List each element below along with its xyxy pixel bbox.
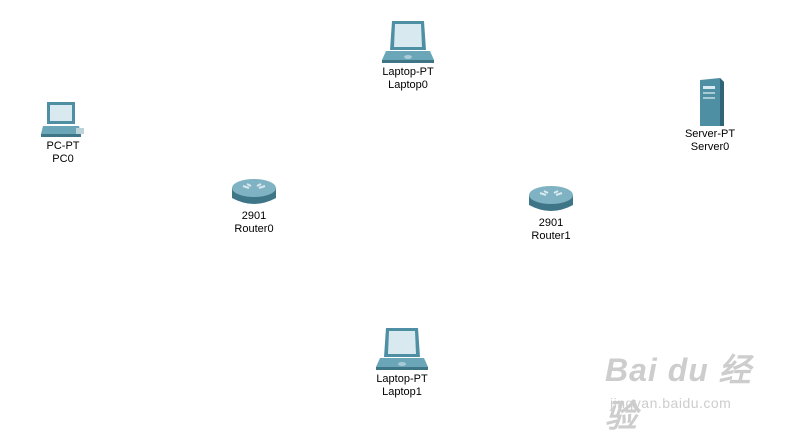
device-name-label: PC0 [52, 153, 74, 165]
watermark-url: jingyan.baidu.com [610, 395, 732, 411]
device-router1[interactable]: 2901 Router1 [511, 183, 591, 243]
device-name-label: Laptop1 [382, 386, 422, 398]
device-laptop0[interactable]: Laptop-PT Laptop0 [368, 18, 448, 92]
device-router0[interactable]: 2901 Router0 [214, 176, 294, 236]
device-model-label: 2901 [241, 210, 267, 222]
watermark-logo: Bai du 经验 [605, 352, 752, 433]
device-name-label: Router1 [531, 230, 571, 242]
device-model-label: 2901 [538, 217, 564, 229]
device-pc0[interactable]: PC-PT PC0 [23, 100, 103, 166]
server-icon [700, 78, 724, 126]
laptop-icon [382, 21, 434, 63]
router-icon [232, 179, 276, 204]
router-icon [529, 186, 573, 211]
laptop-icon [376, 328, 428, 370]
device-model-label: Laptop-PT [376, 373, 428, 385]
pc-icon [41, 102, 84, 137]
device-model-label: Laptop-PT [382, 66, 434, 78]
device-name-label: Server0 [690, 141, 730, 153]
device-name-label: Router0 [234, 223, 274, 235]
device-name-label: Laptop0 [388, 79, 428, 91]
device-server0[interactable]: Server-PT Server0 [670, 76, 750, 154]
baidu-watermark: Bai du 经验 jingyan.baidu.com [600, 345, 770, 433]
device-model-label: Server-PT [684, 128, 736, 140]
device-laptop1[interactable]: Laptop-PT Laptop1 [362, 325, 442, 399]
device-model-label: PC-PT [46, 140, 80, 152]
